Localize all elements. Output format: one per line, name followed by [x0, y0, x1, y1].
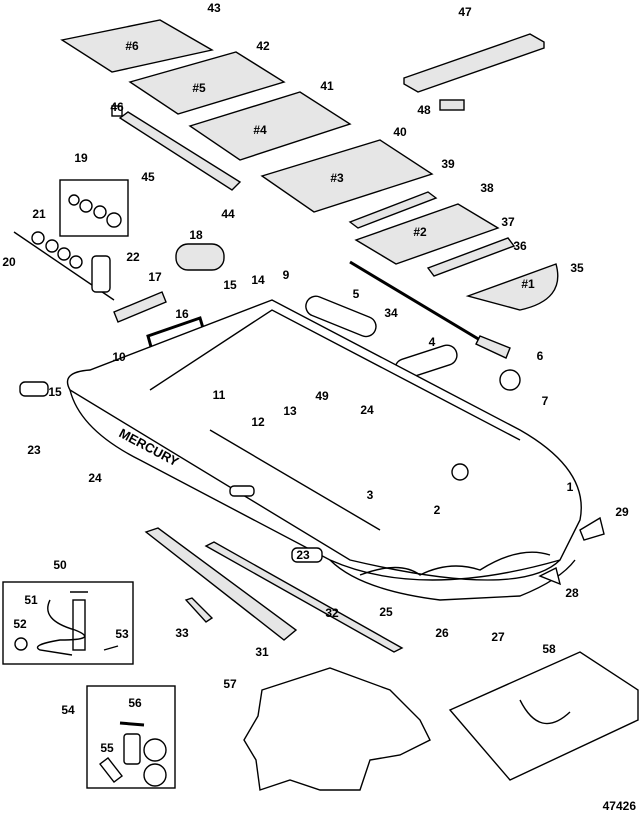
callout-52: 52 — [13, 617, 27, 631]
callout-58: 58 — [542, 642, 556, 656]
callout-27: 27 — [491, 630, 505, 644]
stringer-37 — [426, 237, 516, 277]
callout-panel-6: #6 — [125, 39, 139, 53]
callout-51: 51 — [24, 593, 38, 607]
callout-15: 15 — [223, 278, 237, 292]
callout-32: 32 — [325, 606, 339, 620]
callout-14: 14 — [251, 273, 265, 287]
seat-clip-48 — [439, 99, 465, 111]
callout-18: 18 — [189, 228, 203, 242]
floor-panel-5 — [128, 51, 286, 115]
callout-5: 5 — [353, 287, 360, 301]
callout-11: 11 — [213, 388, 226, 402]
callout-42: 42 — [256, 39, 270, 53]
callout-13: 13 — [283, 404, 297, 418]
callout-panel-1: #1 — [521, 277, 535, 291]
figure-number: 47426 — [603, 799, 637, 813]
floor-panel-2 — [354, 203, 500, 265]
callout-9: 9 — [283, 268, 290, 282]
callout-panel-2: #2 — [413, 225, 427, 239]
callout-46: 46 — [110, 100, 124, 114]
floor-panel-4 — [188, 91, 352, 161]
callout-24: 24 — [360, 403, 374, 417]
callout-6: 6 — [537, 349, 544, 363]
cover-58 — [448, 651, 639, 781]
callout-34: 34 — [384, 306, 398, 320]
handle-18 — [175, 243, 225, 271]
floor-panel-3 — [260, 139, 434, 213]
callout-7: 7 — [542, 394, 549, 408]
callout-53: 53 — [115, 627, 129, 641]
callout-28: 28 — [565, 586, 579, 600]
callout-45: 45 — [141, 170, 155, 184]
callout-35: 35 — [570, 261, 584, 275]
seat-47 — [403, 33, 545, 93]
stringer-39 — [348, 191, 438, 229]
callout-23: 23 — [27, 443, 41, 457]
callout-39: 39 — [441, 157, 455, 171]
callout-29: 29 — [615, 505, 629, 519]
callout-panel-3: #3 — [330, 171, 344, 185]
valve-kit-box — [59, 179, 129, 237]
callout-21: 21 — [32, 207, 46, 221]
callout-38: 38 — [480, 181, 494, 195]
callout-49: 49 — [315, 389, 329, 403]
callout-22: 22 — [126, 250, 140, 264]
callout-10: 10 — [112, 350, 126, 364]
callout-36: 36 — [513, 239, 527, 253]
callout-56: 56 — [128, 696, 142, 710]
callout-54: 54 — [61, 703, 75, 717]
cover-57 — [243, 667, 431, 791]
callout-4: 4 — [429, 335, 436, 349]
callout-17: 17 — [148, 270, 162, 284]
callout-1: 1 — [567, 480, 574, 494]
callout-48: 48 — [417, 103, 431, 117]
callout-20: 20 — [2, 255, 16, 269]
callout-25: 25 — [379, 605, 393, 619]
callout-26: 26 — [435, 626, 449, 640]
callout-37: 37 — [501, 215, 515, 229]
callout-44: 44 — [221, 207, 235, 221]
callout-50: 50 — [53, 558, 67, 572]
callout-panel-4: #4 — [253, 123, 267, 137]
callout-43: 43 — [207, 1, 221, 15]
callout-16: 16 — [175, 307, 189, 321]
callout-19: 19 — [74, 151, 88, 165]
callout-panel-5: #5 — [192, 81, 206, 95]
callout-57: 57 — [223, 677, 237, 691]
callout-47: 47 — [458, 5, 472, 19]
callout-15: 15 — [48, 385, 62, 399]
pump-kit-box — [2, 581, 134, 665]
callout-24: 24 — [88, 471, 102, 485]
bracket-17 — [113, 291, 167, 323]
callout-55: 55 — [100, 741, 114, 755]
callout-31: 31 — [255, 645, 269, 659]
callout-41: 41 — [320, 79, 334, 93]
seat-rail-45 — [118, 111, 242, 191]
callout-3: 3 — [367, 488, 374, 502]
callout-23: 23 — [296, 548, 310, 562]
callout-12: 12 — [251, 415, 265, 429]
callout-33: 33 — [175, 626, 189, 640]
floor-panel-6 — [60, 19, 214, 73]
callout-40: 40 — [393, 125, 407, 139]
callout-2: 2 — [434, 503, 441, 517]
rail-cap-46 — [111, 105, 123, 117]
transom-panel-1 — [465, 263, 559, 311]
